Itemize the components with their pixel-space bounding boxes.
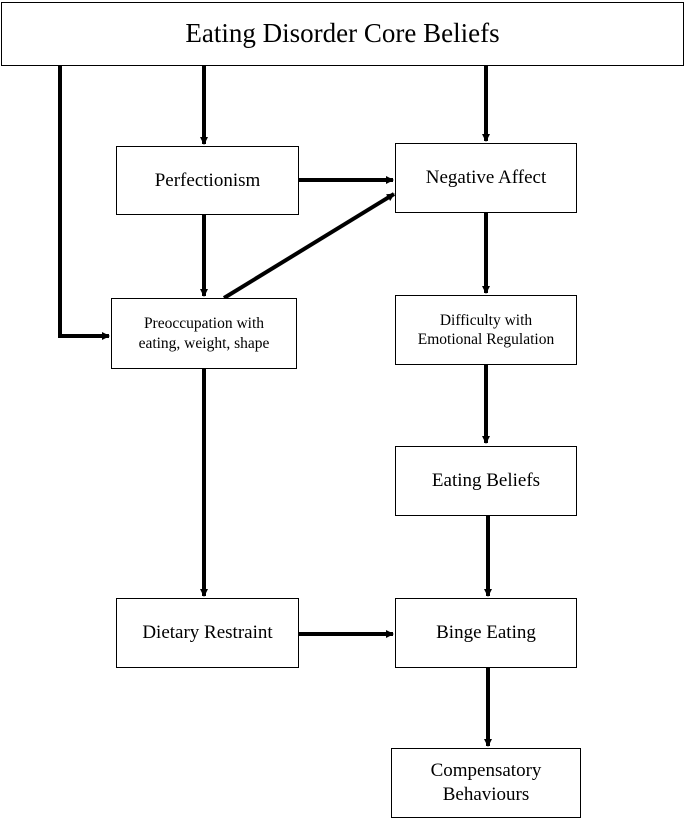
binge-eating-label: Binge Eating [436,622,536,644]
perfectionism-label: Perfectionism [154,169,261,191]
core-beliefs-box: Eating Disorder Core Beliefs [1,2,684,66]
core-beliefs-label: Eating Disorder Core Beliefs [185,18,500,49]
eating-beliefs-box: Eating Beliefs [395,446,577,516]
dietary-restraint-box: Dietary Restraint [116,598,299,668]
dietary-restraint-label: Dietary Restraint [142,622,273,644]
difficulty-label-line1: Difficulty with [439,311,533,329]
arrow-preoccupation-to-negative-affect [222,192,396,300]
difficulty-label-line2: Emotional Regulation [417,331,555,348]
difficulty-box: Difficulty with Emotional Regulation [395,295,577,365]
preoccupation-label-line2: eating, weight, shape [138,334,270,352]
arrow-core-to-preoccupation [58,66,110,340]
preoccupation-box: Preoccupation with eating, weight, shape [111,298,297,369]
perfectionism-box: Perfectionism [116,146,299,215]
negative-affect-box: Negative Affect [395,143,577,213]
eating-beliefs-label: Eating Beliefs [431,470,541,492]
negative-affect-label: Negative Affect [425,167,547,189]
compensatory-label-line2: Behaviours [442,784,530,805]
compensatory-label-line1: Compensatory [430,760,542,782]
preoccupation-label-line1: Preoccupation with [143,315,265,333]
compensatory-behaviours-box: Compensatory Behaviours [391,748,581,818]
binge-eating-box: Binge Eating [395,598,577,668]
